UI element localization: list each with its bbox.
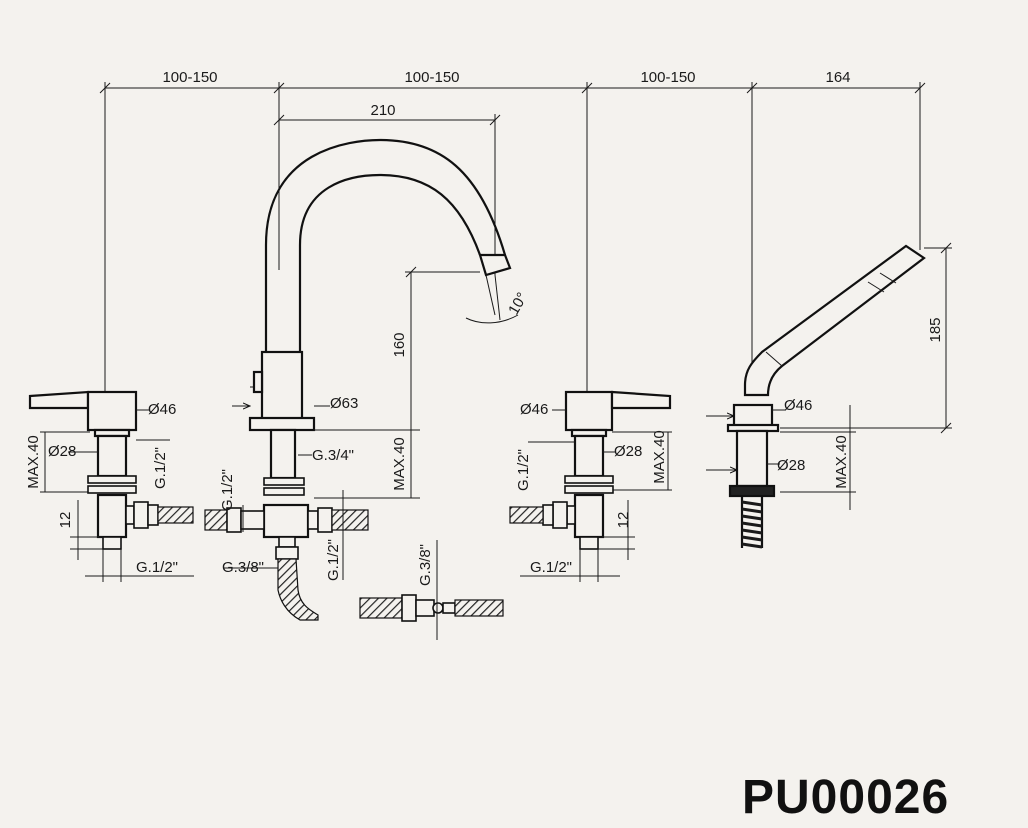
top-dimension-chain: 100-150 100-150 100-150 164 — [99, 69, 926, 395]
dim-left-shank-thread: G.1/2" — [152, 447, 169, 489]
hose-connector: G.3/8" — [359, 540, 504, 640]
dim-right-nipple: 12 — [615, 512, 632, 529]
dim-spacing-middle: 100-150 — [404, 69, 459, 86]
dim-spout-diameter: Ø63 — [330, 395, 358, 412]
dim-spout-max-deck: MAX.40 — [391, 437, 408, 490]
dim-left-diameter-46: Ø46 — [148, 401, 176, 418]
dim-spout-angle: 10° — [505, 290, 531, 318]
dim-left-inlet-thread: G.1/2" — [136, 559, 178, 576]
dim-left-nipple: 12 — [57, 512, 74, 529]
dim-shower-diameter-46: Ø46 — [784, 397, 812, 414]
dim-manifold-outlet-thread: G.3/8" — [222, 559, 264, 576]
dim-shower-length: 185 — [927, 317, 944, 342]
dim-spacing-right: 100-150 — [640, 69, 695, 86]
dim-spout-height: 160 — [391, 332, 408, 357]
left-valve: Ø46 Ø28 MAX.40 G.1/2" 12 G.1/2" — [25, 390, 194, 582]
dim-shower-diameter-28: Ø28 — [777, 457, 805, 474]
dim-spout-thread: G.3/4" — [312, 447, 354, 464]
dim-right-diameter-28: Ø28 — [614, 443, 642, 460]
dim-right-inlet-thread: G.1/2" — [530, 559, 572, 576]
product-code: PU00026 — [742, 771, 950, 824]
dim-shower-max-deck: MAX.40 — [833, 435, 850, 488]
right-valve: Ø46 Ø28 MAX.40 G.1/2" 12 G.1/2" — [509, 390, 672, 582]
dim-spout-reach: 210 — [370, 102, 395, 119]
dim-right-diameter-46: Ø46 — [520, 401, 548, 418]
dim-manifold-thread-left: G.1/2" — [219, 469, 236, 511]
dim-manifold-thread-right: G.1/2" — [325, 539, 342, 581]
dim-spacing-left: 100-150 — [162, 69, 217, 86]
dim-hose-thread: G.3/8" — [417, 544, 434, 586]
dim-left-diameter-28: Ø28 — [48, 443, 76, 460]
dim-right-max-deck: MAX.40 — [651, 430, 668, 483]
dim-left-max-deck: MAX.40 — [25, 435, 42, 488]
spout-assembly: 210 10° 160 Ø63 G.3/4" MAX.40 — [204, 102, 531, 621]
hand-shower: 185 Ø46 Ø28 MAX.40 — [706, 242, 952, 549]
dim-right-shank-thread: G.1/2" — [515, 449, 532, 491]
dim-shower-offset: 164 — [825, 69, 850, 86]
